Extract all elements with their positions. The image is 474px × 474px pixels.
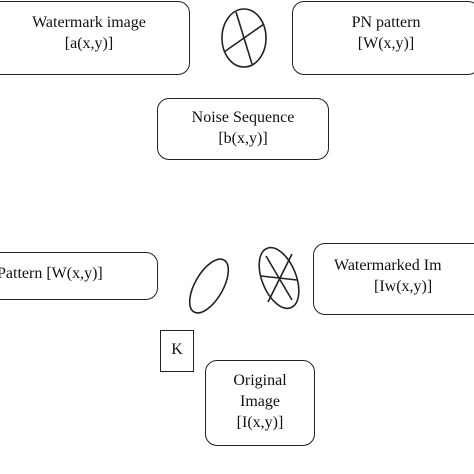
original-image-formula: [I(x,y)] xyxy=(236,414,284,431)
multiply-operator-icon xyxy=(188,258,230,314)
key-box: K xyxy=(160,330,194,372)
watermark-image-label: Watermark image xyxy=(32,14,146,31)
key-label: K xyxy=(171,341,183,358)
xor-operator-icon xyxy=(221,8,267,68)
pn-pattern-label: PN pattern xyxy=(351,14,421,31)
noise-sequence-box: Noise Sequence [b(x,y)] xyxy=(157,98,329,160)
xor-operator-icon xyxy=(258,246,300,310)
original-image-label-2: Image xyxy=(240,393,280,410)
noise-sequence-formula: [b(x,y)] xyxy=(218,130,268,147)
pn-pattern-formula: [W(x,y)] xyxy=(357,35,415,52)
original-image-label: Original xyxy=(233,372,287,389)
noise-sequence-label: Noise Sequence xyxy=(191,109,295,126)
original-image-box: Original Image [I(x,y)] xyxy=(205,360,315,446)
watermarked-image-label: Watermarked Im xyxy=(334,257,442,274)
watermarked-image-box: Watermarked Im [Iw(x,y)] xyxy=(313,243,474,315)
watermark-image-box: Watermark image [a(x,y)] xyxy=(0,1,190,75)
watermarked-image-formula: [Iw(x,y)] xyxy=(374,278,433,295)
watermark-image-formula: [a(x,y)] xyxy=(64,35,114,52)
pattern-box: Pattern [W(x,y)] xyxy=(0,252,158,300)
pn-pattern-box: PN pattern [W(x,y)] xyxy=(292,1,474,75)
pattern-label: Pattern [W(x,y)] xyxy=(0,265,103,282)
